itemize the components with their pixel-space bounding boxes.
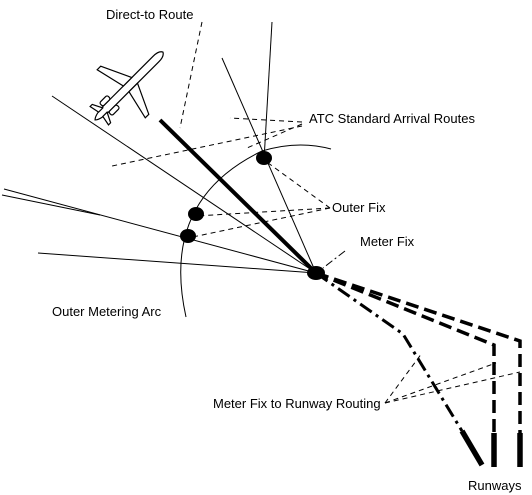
routing-leader [384,352,423,404]
airplane-icon [89,51,164,126]
runways-label: Runways [468,478,522,493]
direct-to-route-line [158,118,318,275]
arrival-route-line [37,252,317,274]
runway-routings [315,271,522,433]
arrival-routes [1,21,317,274]
outer-metering-arc [180,144,332,318]
outer-fix-marker [256,151,272,165]
outer-fix-leader [187,207,331,239]
runway-routing-dashed [315,271,522,433]
runway-routing-dashed [315,271,496,433]
atc-standard-arrival-routes-label: ATC Standard Arrival Routes [309,111,475,126]
atc-route-leader [229,117,303,123]
meter-fix-label: Meter Fix [360,234,415,249]
arrival-route-line [263,21,273,161]
arrival-route-line [1,194,101,216]
outer-fix-label: Outer Fix [332,200,386,215]
meter-fix-leader [322,250,346,269]
outer-metering-arc-label: Outer Metering Arc [52,304,162,319]
arrival-route-line [221,57,317,274]
atc-route-leader [111,125,303,167]
direct-to-route-leader [179,21,203,129]
direct-to-route-label: Direct-to Route [106,7,193,22]
runway-routing-dash-dot [315,271,464,432]
routing-leader [384,362,497,404]
outer-fix-marker [188,207,204,221]
runways-group [459,429,523,467]
fixes [180,151,325,280]
routing-leader [384,371,521,404]
meter-fix-to-runway-routing-label: Meter Fix to Runway Routing [213,396,381,411]
arrival-route-line [51,95,317,274]
leader-lines [111,21,521,404]
runway [459,429,485,467]
meter-fix-marker [307,266,325,280]
outer-fix-leader [263,159,331,209]
outer-fix-marker [180,229,196,243]
outer-fix-leader [195,207,331,217]
arrival-route-line [3,188,317,274]
